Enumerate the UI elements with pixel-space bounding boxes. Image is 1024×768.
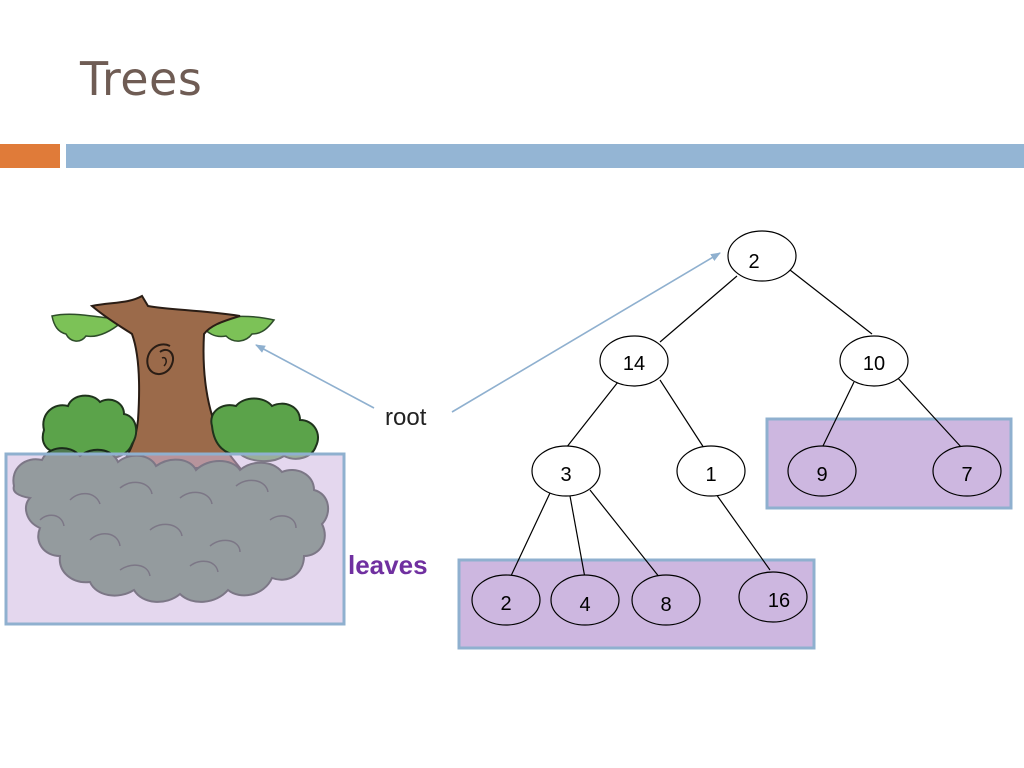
node-label: 1 [705, 464, 716, 486]
tree-node-root: 2 [727, 230, 797, 282]
leaf-tuft-left [51, 313, 124, 342]
tree-node: 3 [531, 445, 601, 497]
edge-14-3 [565, 381, 619, 449]
accent-bar-orange [0, 144, 60, 168]
accent-bar-blue [66, 144, 1024, 168]
canopy-leaves-highlight [4, 452, 346, 626]
node-label: 9 [816, 464, 827, 486]
trunk-knot [146, 343, 174, 375]
edge-10-7 [895, 375, 963, 449]
tree-node: 14 [599, 335, 669, 387]
tree-node-leaf: 7 [932, 445, 1002, 497]
node-label: 10 [863, 353, 885, 375]
edge-2-10 [789, 269, 873, 335]
tree-node-leaf: 9 [787, 445, 857, 497]
bush-right [210, 397, 319, 462]
tree-node: 10 [839, 335, 909, 387]
tree-node-leaf: 4 [550, 574, 620, 626]
slide-title: Trees [80, 52, 203, 106]
edge-1-16 [715, 493, 771, 571]
node-label: 3 [560, 464, 571, 486]
leaves-label: leaves [348, 550, 428, 580]
node-label: 4 [579, 594, 590, 616]
edge-10-9 [821, 381, 855, 449]
tree-node-leaf: 2 [471, 574, 541, 626]
root-arrow-to-root-node [451, 252, 721, 413]
edge-14-1 [659, 379, 705, 449]
tree-node-leaf: 16 [738, 571, 808, 623]
root-label: root [385, 404, 427, 431]
node-label: 2 [500, 593, 511, 615]
node-label: 16 [768, 590, 790, 612]
root-arrow-to-tree-illustration [255, 344, 375, 409]
edge-3-2 [509, 492, 551, 579]
node-label: 2 [748, 251, 759, 273]
node-label: 14 [623, 353, 645, 375]
edge-2-14 [659, 275, 738, 343]
node-label: 8 [660, 594, 671, 616]
edge-3-8 [589, 489, 661, 579]
tree-edges [509, 269, 963, 579]
node-label: 7 [961, 464, 972, 486]
edge-3-4 [569, 495, 586, 579]
tree-node: 1 [676, 445, 746, 497]
tree-node-leaf: 8 [631, 574, 701, 626]
